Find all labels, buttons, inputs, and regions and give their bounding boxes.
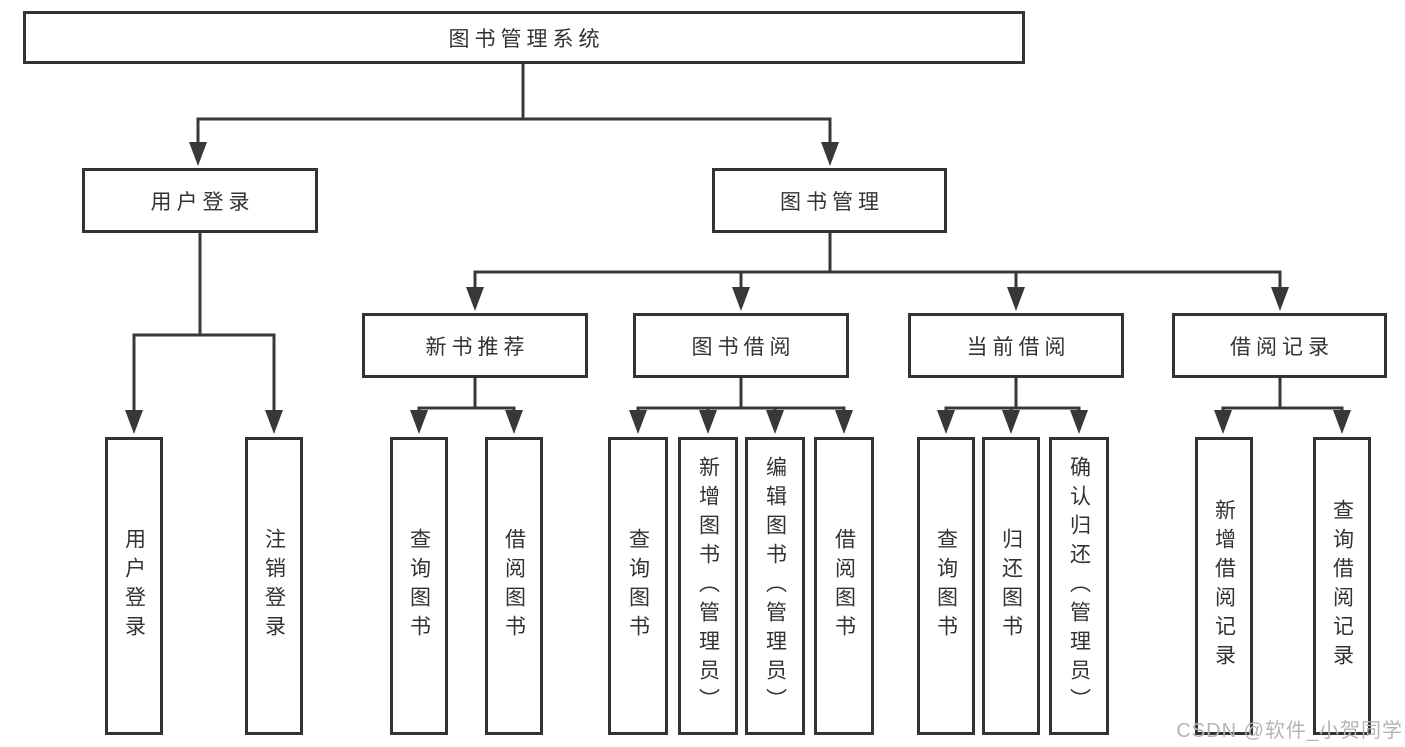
node-root-label: 图书管理系统 [448,27,605,51]
leaf-return-books-label: 归还图书 [999,528,1023,644]
leaf-borrow-books-2-label: 借阅图书 [832,528,856,644]
leaf-add-book-admin: 新增图书（管理员） [678,437,738,735]
leaf-return-books: 归还图书 [982,437,1040,735]
leaf-add-borrow-record-label: 新增借阅记录 [1212,499,1236,673]
node-book-management: 图书管理 [712,168,947,233]
leaf-user-login: 用户登录 [105,437,163,735]
node-book-borrow: 图书借阅 [633,313,849,378]
node-book-management-label: 图书管理 [780,190,884,214]
leaf-edit-book-admin-label: 编辑图书（管理员） [763,455,787,717]
leaf-edit-book-admin: 编辑图书（管理员） [745,437,805,735]
leaf-borrow-books-1: 借阅图书 [485,437,543,735]
leaf-query-books-3-label: 查询图书 [934,528,958,644]
node-borrow-records: 借阅记录 [1172,313,1387,378]
leaf-query-borrow-record-label: 查询借阅记录 [1330,499,1354,673]
node-borrow-records-label: 借阅记录 [1230,335,1334,359]
watermark: CSDN @软件_小贺同学 [1176,720,1403,742]
leaf-query-books-2: 查询图书 [608,437,668,735]
leaf-query-books-2-label: 查询图书 [626,528,650,644]
leaf-query-books-1: 查询图书 [390,437,448,735]
node-current-borrow: 当前借阅 [908,313,1124,378]
leaf-add-book-admin-label: 新增图书（管理员） [696,455,720,717]
leaf-logout-label: 注销登录 [262,528,286,644]
leaf-query-books-3: 查询图书 [917,437,975,735]
node-user-login-label: 用户登录 [150,190,255,214]
node-new-book-recommend-label: 新书推荐 [425,335,530,359]
leaf-query-books-1-label: 查询图书 [407,528,431,644]
node-user-login: 用户登录 [82,168,318,233]
leaf-query-borrow-record: 查询借阅记录 [1313,437,1371,735]
leaf-add-borrow-record: 新增借阅记录 [1195,437,1253,735]
leaf-confirm-return-admin: 确认归还（管理员） [1049,437,1109,735]
leaf-logout: 注销登录 [245,437,303,735]
leaf-borrow-books-1-label: 借阅图书 [502,528,526,644]
node-new-book-recommend: 新书推荐 [362,313,588,378]
leaf-borrow-books-2: 借阅图书 [814,437,874,735]
node-book-borrow-label: 图书借阅 [691,335,796,359]
arrowheads [125,142,1351,434]
node-root: 图书管理系统 [23,11,1025,64]
leaf-user-login-label: 用户登录 [122,528,146,644]
leaf-confirm-return-admin-label: 确认归还（管理员） [1067,455,1091,717]
node-current-borrow-label: 当前借阅 [966,335,1071,359]
